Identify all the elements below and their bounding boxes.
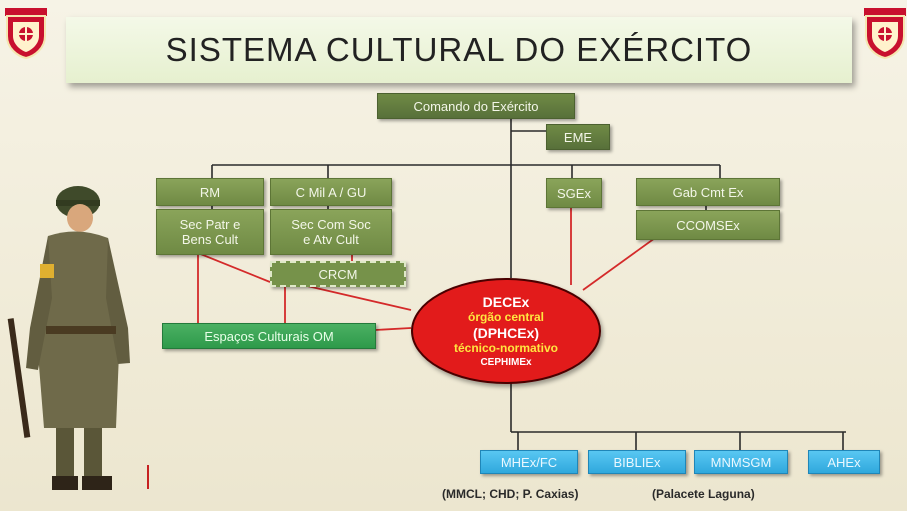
node-decex-central: DECEx órgão central (DPHCEx) técnico-nor…	[411, 278, 601, 384]
node-label: EME	[563, 129, 593, 145]
node-label-line1: Sec Patr e	[179, 217, 241, 232]
decex-dphcex: (DPHCEx)	[472, 324, 540, 341]
node-label: Gab Cmt Ex	[672, 184, 744, 200]
node-label: MHEx/FC	[500, 454, 558, 470]
node-bibliex: BIBLIEx	[588, 450, 686, 474]
node-label: Espaços Culturais OM	[204, 328, 334, 344]
node-gab-cmt-ex: Gab Cmt Ex	[636, 178, 780, 206]
page-title: SISTEMA CULTURAL DO EXÉRCITO	[165, 31, 753, 68]
army-emblem-icon	[5, 8, 47, 60]
node-label: Comando do Exército	[413, 98, 539, 114]
node-eme: EME	[546, 124, 610, 150]
decex-role: órgão central	[467, 309, 545, 324]
node-label-line2: Bens Cult	[181, 232, 239, 247]
node-sec-com-soc-atv-cult: Sec Com Soc e Atv Cult	[270, 209, 392, 255]
red-marker	[147, 465, 149, 489]
note-mhex: (MMCL; CHD; P. Caxias)	[442, 487, 579, 501]
node-label: RM	[199, 184, 221, 200]
node-comando-do-exercito: Comando do Exército	[377, 93, 575, 119]
node-ccomsex: CCOMSEx	[636, 210, 780, 240]
node-sgex: SGEx	[546, 178, 602, 208]
node-label-line2: e Atv Cult	[303, 232, 359, 247]
node-c-mil-a-gu: C Mil A / GU	[270, 178, 392, 206]
decex-tecnico: técnico-normativo	[453, 340, 558, 355]
soldier-illustration	[7, 186, 130, 490]
node-espacos-culturais-om: Espaços Culturais OM	[162, 323, 376, 349]
node-rm: RM	[156, 178, 264, 206]
node-mhex-fc: MHEx/FC	[480, 450, 578, 474]
army-emblem-icon	[864, 8, 906, 60]
node-label: SGEx	[557, 185, 591, 201]
node-label: CRCM	[318, 266, 358, 282]
decex-cephimex: CEPHIMEx	[480, 356, 532, 368]
node-label: MNMSGM	[710, 454, 772, 470]
node-label: BIBLIEx	[613, 454, 661, 470]
node-label: CCOMSEx	[676, 217, 740, 233]
node-ahex: AHEx	[808, 450, 880, 474]
node-crcm: CRCM	[270, 261, 406, 287]
decex-title: DECEx	[482, 293, 530, 310]
node-mnmsgm: MNMSGM	[694, 450, 788, 474]
note-bibliex: (Palacete Laguna)	[652, 487, 755, 501]
node-label: AHEx	[827, 454, 861, 470]
node-label-line1: Sec Com Soc	[291, 217, 371, 232]
node-sec-patr-bens-cult: Sec Patr e Bens Cult	[156, 209, 264, 255]
node-label: C Mil A / GU	[295, 184, 367, 200]
title-banner: SISTEMA CULTURAL DO EXÉRCITO	[66, 17, 852, 83]
